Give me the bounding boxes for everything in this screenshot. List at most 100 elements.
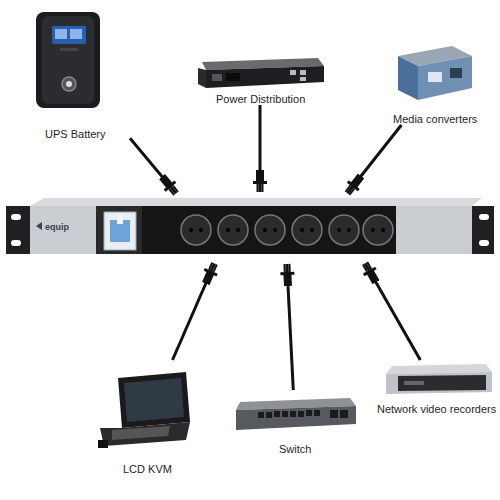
power-cable [173, 264, 215, 361]
ups-device [36, 12, 100, 108]
lcd-kvm-device-part [98, 440, 108, 448]
ups-device-part [60, 48, 78, 51]
power-cable [130, 138, 176, 193]
lcd-kvm-device-part [124, 378, 184, 422]
lcd-kvm-node: LCD KVM [95, 360, 200, 475]
power-distribution-device-part [226, 73, 240, 81]
device-label: LCD KVM [123, 463, 172, 475]
device-label: Switch [279, 443, 311, 455]
nvr-device-part [404, 381, 424, 385]
socket-row-part [255, 215, 285, 245]
power-cable [365, 263, 420, 360]
media-converter-device-part [428, 72, 442, 82]
socket-row-part [300, 228, 304, 232]
nvr-device-part [386, 372, 492, 394]
switch-device-part [282, 411, 288, 417]
pdu-strip-part [11, 214, 21, 220]
switch-device-part [330, 410, 338, 418]
socket-row-part [337, 228, 341, 232]
pdu-strip-part [30, 206, 96, 254]
pdu-strip-part [396, 206, 472, 254]
switch-device-part [306, 410, 312, 416]
switch-device [236, 398, 356, 430]
pdu-node: equip [5, 198, 495, 258]
switch-device-part [298, 411, 304, 417]
socket-row-part [292, 215, 322, 245]
pdu-strip-part [479, 214, 489, 220]
socket-row-part [236, 228, 240, 232]
device-label: Network video recorders [377, 403, 496, 415]
power-distribution-device-part [300, 70, 306, 75]
socket-row-part [218, 215, 248, 245]
brand-logo: equip [45, 222, 69, 232]
ups-device-part [66, 81, 72, 87]
switch-device-part [258, 412, 264, 418]
device-label: Power Distribution [216, 93, 305, 105]
power-distribution-device [198, 58, 324, 88]
device-label: Media converters [393, 113, 477, 125]
pdu-strip-part [11, 240, 21, 246]
lcd-kvm-device [98, 372, 190, 448]
pdu-strip-part [36, 222, 42, 230]
power-cable [347, 125, 401, 193]
power-distribution-device-part [212, 74, 222, 81]
media-converter-node: Media converters [385, 40, 485, 125]
pdu-strip-part [30, 198, 482, 206]
nvr-device-part [398, 375, 486, 391]
socket-row-part [189, 228, 193, 232]
socket-row-part [199, 228, 203, 232]
power-distribution-device-part [290, 70, 296, 75]
ups-node: UPS Battery [20, 5, 130, 140]
power-cable [259, 105, 262, 192]
ups-device-part [42, 16, 94, 104]
socket-row-part [371, 228, 375, 232]
socket-row-part [181, 215, 211, 245]
socket-row-part [273, 228, 277, 232]
power-cable [287, 264, 293, 390]
ups-device-part [62, 77, 76, 91]
pdu-strip-part [117, 214, 123, 224]
socket-row-part [381, 228, 385, 232]
switch-device-part [236, 406, 356, 430]
switch-node: Switch [230, 390, 360, 455]
pdu-strip-part [6, 206, 30, 254]
media-converter-device-part [450, 68, 462, 78]
socket-row-part [310, 228, 314, 232]
power-distribution-device-part [206, 66, 324, 88]
socket-row-part [363, 215, 393, 245]
media-converter-device-part [398, 56, 418, 100]
pdu-strip [6, 198, 494, 254]
nvr-device [386, 364, 492, 394]
power-distribution-device-part [300, 77, 306, 81]
ups-device-part [70, 29, 82, 39]
media-converter-device [398, 46, 472, 100]
switch-device-part [314, 410, 320, 416]
ups-device-part [36, 12, 100, 108]
socket-row-part [347, 228, 351, 232]
pdu-strip-part [96, 206, 142, 254]
nvr-node: Network video recorders [375, 360, 497, 415]
socket-row-part [329, 215, 359, 245]
socket-row [181, 215, 393, 245]
media-converter-device-part [418, 56, 472, 100]
lcd-kvm-device-part [100, 422, 190, 446]
switch-device-part [290, 411, 296, 417]
ups-device-part [55, 29, 67, 39]
lcd-kvm-device-part [118, 372, 190, 428]
ups-device-part [52, 26, 86, 44]
power-distribution-device-part [198, 68, 206, 88]
device-label: UPS Battery [45, 128, 106, 140]
pdu-strip-part [104, 212, 136, 250]
socket-row-part [263, 228, 267, 232]
switch-device-part [274, 411, 280, 417]
socket-row-part [226, 228, 230, 232]
lcd-kvm-device-part [112, 426, 170, 440]
switch-device-part [266, 412, 272, 418]
pdu-strip-part [479, 240, 489, 246]
power-distribution-node: Power Distribution [190, 50, 330, 105]
switch-device-part [340, 410, 348, 418]
pdu-strip-part [30, 206, 472, 254]
